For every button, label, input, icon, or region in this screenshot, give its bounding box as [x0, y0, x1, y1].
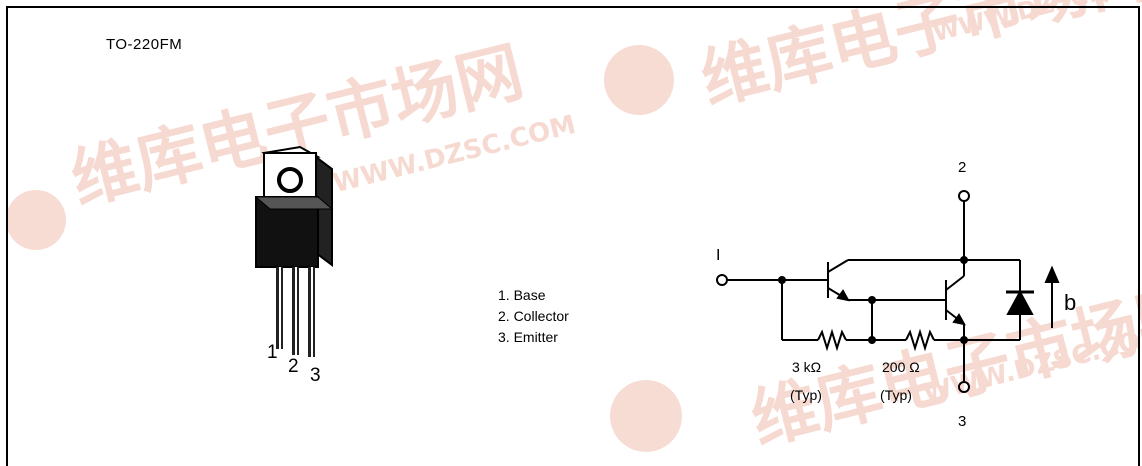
r1-value: 3 kΩ	[792, 359, 821, 375]
package-body-top	[254, 196, 334, 210]
lead-label-1: 1	[267, 342, 278, 363]
terminal-label-emitter: 3	[958, 413, 966, 430]
diagram-frame	[6, 6, 1140, 466]
watermark-logo-top	[604, 45, 674, 115]
diode	[1006, 289, 1034, 315]
package-drawing	[254, 145, 334, 357]
watermark-logo-left	[6, 190, 66, 250]
terminal-label-collector: 2	[958, 159, 966, 176]
diode-label: b	[1064, 290, 1076, 315]
q1-emitter-arrow	[836, 289, 850, 302]
pin-item-emitter: 3. Emitter	[498, 329, 558, 345]
q2-emitter-arrow	[952, 313, 966, 326]
r2-note: (Typ)	[880, 387, 912, 403]
r2-value: 200 Ω	[882, 359, 920, 375]
pin-list: 1. Base 2. Collector 3. Emitter	[498, 285, 569, 348]
lead-label-3: 3	[310, 365, 321, 386]
pin-item-base: 1. Base	[498, 287, 546, 303]
resistor-r1	[817, 328, 847, 352]
collector-terminal	[958, 190, 970, 202]
watermark-logo-bottom	[610, 380, 682, 452]
resistor-r2	[905, 328, 935, 352]
darlington-schematic: I 2 3 b 3 kΩ (Typ) 200 Ω (Typ)	[716, 159, 1076, 430]
package-title: TO-220FM	[106, 36, 183, 53]
mounting-hole	[277, 167, 303, 193]
current-arrow-head	[1044, 265, 1060, 283]
lead-label-2: 2	[288, 356, 299, 377]
r1-note: (Typ)	[790, 387, 822, 403]
pin-item-collector: 2. Collector	[498, 308, 569, 324]
emitter-terminal	[958, 381, 970, 393]
base-terminal	[716, 274, 728, 286]
terminal-label-base: I	[716, 247, 720, 264]
